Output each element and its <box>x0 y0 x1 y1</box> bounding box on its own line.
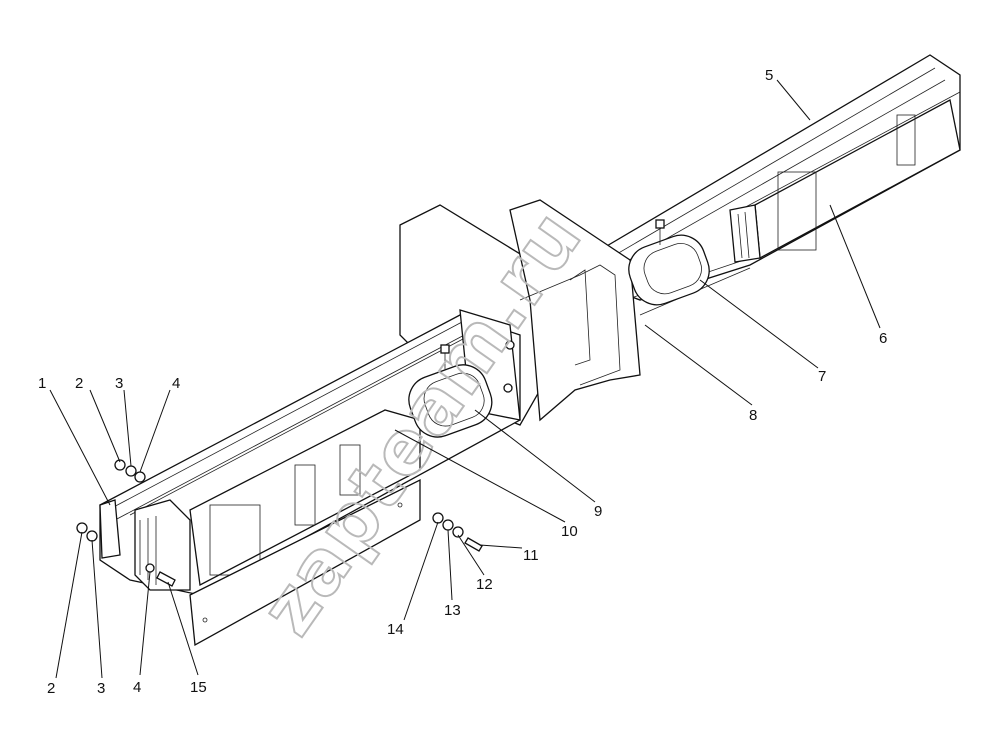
callout-4-upper: 4 <box>172 375 180 392</box>
fasteners-lower-left <box>76 522 176 587</box>
leader-lines <box>49 79 881 679</box>
callout-8: 8 <box>749 407 757 424</box>
callout-11: 11 <box>523 547 539 564</box>
callout-12: 12 <box>476 576 493 593</box>
callout-2-lower: 2 <box>47 680 55 697</box>
callout-10: 10 <box>561 523 578 540</box>
callout-9: 9 <box>594 503 602 520</box>
callout-3-lower: 3 <box>97 680 105 697</box>
right-lamp <box>628 219 710 306</box>
callout-7: 7 <box>818 368 826 385</box>
callout-labels: 1 2 3 4 5 6 7 8 9 10 11 12 13 14 2 3 4 1… <box>38 67 887 697</box>
fasteners-middle <box>432 512 483 552</box>
callout-13: 13 <box>444 602 461 619</box>
callout-5: 5 <box>765 67 773 84</box>
callout-14: 14 <box>387 621 404 638</box>
callout-15: 15 <box>190 679 207 696</box>
callout-6: 6 <box>879 330 887 347</box>
callout-1: 1 <box>38 375 46 392</box>
callout-4-lower: 4 <box>133 679 141 696</box>
callout-2-upper: 2 <box>75 375 83 392</box>
fasteners-upper-left <box>114 459 146 483</box>
callout-3-upper: 3 <box>115 375 123 392</box>
left-lamp <box>408 344 493 438</box>
